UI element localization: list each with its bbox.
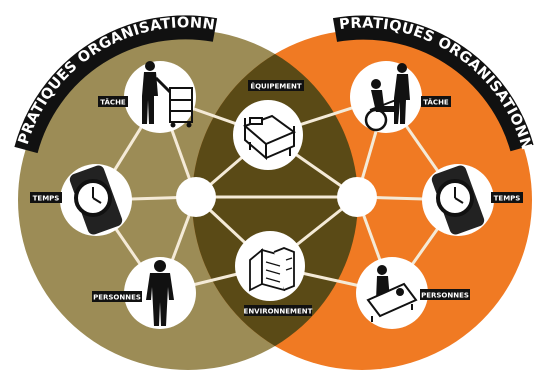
- environment-label: ENVIRONNEMENT: [244, 308, 313, 316]
- equipment-tag: ÉQUIPEMENT: [248, 80, 304, 91]
- equipment-label: ÉQUIPEMENT: [250, 82, 302, 91]
- standing-person-icon: [146, 260, 174, 326]
- building-icon: [249, 247, 295, 292]
- left-time-label: TEMPS: [33, 195, 60, 203]
- worker-pushing-cart-icon: [142, 61, 193, 128]
- left-people-label: PERSONNES: [93, 294, 141, 302]
- right-task-tag: TÂCHE: [421, 96, 451, 107]
- left-people-tag: PERSONNES: [92, 291, 142, 302]
- right-hub: [337, 177, 377, 217]
- patient-in-bed-icon: [366, 265, 418, 322]
- right-time-tag: TEMPS: [491, 192, 523, 203]
- right-task-label: TÂCHE: [423, 98, 449, 107]
- hospital-bed-icon: [243, 114, 297, 161]
- wristwatch-icon: [431, 165, 485, 235]
- left-hub: [176, 177, 216, 217]
- caregiver-with-wheelchair-icon: [364, 63, 410, 132]
- left-task-tag: TÂCHE: [98, 96, 128, 107]
- left-task-label: TÂCHE: [100, 98, 126, 107]
- right-time-label: TEMPS: [494, 195, 521, 203]
- environment-tag: ENVIRONNEMENT: [244, 305, 313, 316]
- right-people-label: PERSONNES: [421, 292, 469, 300]
- wristwatch-icon: [69, 165, 123, 235]
- right-people-tag: PERSONNES: [420, 289, 470, 300]
- left-time-tag: TEMPS: [30, 192, 62, 203]
